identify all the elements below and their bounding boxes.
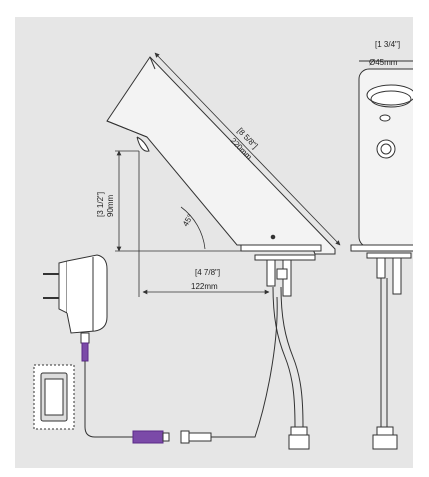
- dimension-lines: [115, 52, 341, 297]
- power-adapter-icon: [43, 254, 133, 438]
- height-in: [3 1/2"]: [96, 192, 105, 217]
- wall-switch-icon: [33, 364, 75, 430]
- height-mm: 90mm: [106, 194, 115, 217]
- angle-label: 45°: [181, 213, 195, 228]
- body-diameter-in: [1 3/4"]: [375, 40, 400, 49]
- faucet-technical-drawing: [8 5/8"] 220mm [3 1/2"] 90mm 45° [4 7/8"…: [33, 40, 429, 450]
- connector-icon: [132, 430, 212, 444]
- reach-in: [4 7/8"]: [195, 268, 220, 277]
- faucet-side-view: [106, 56, 336, 450]
- reach-mm: 122mm: [191, 282, 218, 291]
- drawing-frame: [8 5/8"] 220mm [3 1/2"] 90mm 45° [4 7/8"…: [15, 17, 429, 468]
- faucet-front-view: [350, 60, 429, 450]
- body-diameter-mm: Ø45mm: [369, 58, 398, 67]
